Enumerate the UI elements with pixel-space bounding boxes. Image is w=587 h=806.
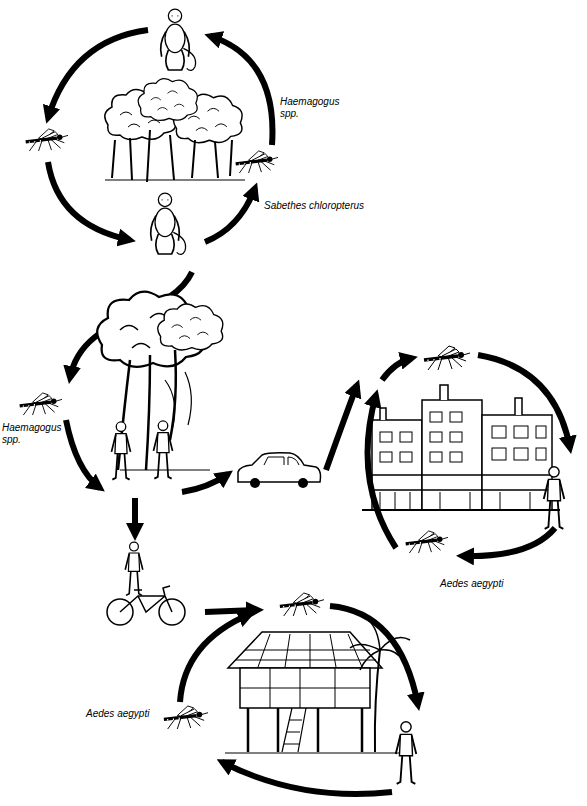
species-label: Sabethes chloropterus xyxy=(264,200,364,212)
person xyxy=(396,722,417,784)
bicycle xyxy=(107,586,185,625)
species-label: Haemagogus spp. xyxy=(2,422,62,446)
mosquito xyxy=(424,346,470,370)
species-label: Haemagogus spp. xyxy=(280,96,344,120)
city-buildings xyxy=(362,385,560,510)
species-label: Aedes aegypti xyxy=(86,708,149,720)
species-label: Aedes aegypti xyxy=(440,578,503,590)
monkey xyxy=(151,193,186,254)
car xyxy=(238,453,321,488)
person xyxy=(153,421,172,479)
stilt-house xyxy=(225,620,410,753)
mosquito xyxy=(236,151,278,173)
mosquito xyxy=(406,531,448,553)
monkey xyxy=(161,9,196,70)
mosquito xyxy=(26,129,68,151)
jungle-trees xyxy=(105,79,245,182)
mosquito xyxy=(164,706,208,729)
person xyxy=(111,422,130,480)
cycle-arrows xyxy=(368,355,570,556)
cycle-arrows xyxy=(48,30,272,378)
route-arrows xyxy=(66,385,357,612)
person xyxy=(125,542,143,595)
mosquito xyxy=(280,593,324,616)
person xyxy=(544,467,565,529)
cycle-arrows xyxy=(180,606,418,794)
mosquito xyxy=(20,393,62,415)
